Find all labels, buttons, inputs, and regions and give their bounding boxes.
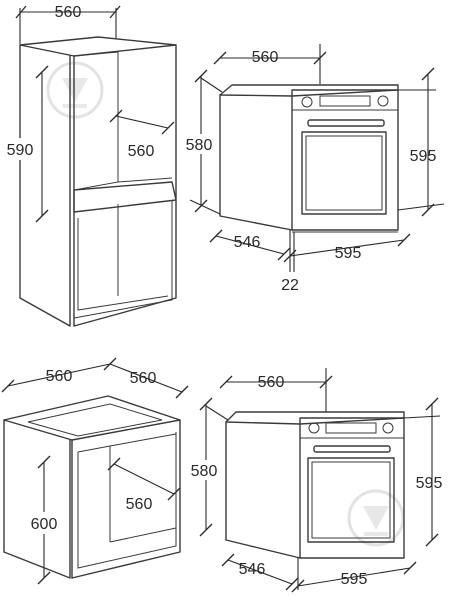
dim-depth-bottom-right <box>221 553 299 591</box>
dim-label-height: 590 <box>7 142 34 159</box>
dim-depth-top-left <box>109 109 175 135</box>
dim-label-depth-bottom-right: 546 <box>239 561 266 578</box>
base-cabinet-drawing <box>3 395 181 579</box>
watermark-logo-icon <box>347 489 405 547</box>
dim-label-height-bottom-right: 580 <box>191 463 218 480</box>
dim-label-offset: 22 <box>281 277 299 294</box>
dim-label-width-top-right: 560 <box>252 49 279 66</box>
dim-label-height-top-right: 580 <box>186 137 213 154</box>
dim-label-depth-bottom-left: 560 <box>126 496 153 513</box>
dim-label-depth-top-bottom-left: 560 <box>130 370 157 387</box>
tall-cabinet-drawing <box>19 36 177 327</box>
dim-height-top-left <box>35 65 49 223</box>
dim-label-depth: 560 <box>128 143 155 160</box>
dim-total-width-top-right <box>283 230 411 272</box>
oven-drawing-top <box>219 84 399 233</box>
dim-label-height-bottom-left: 600 <box>31 516 58 533</box>
dim-width-top-right <box>213 44 327 84</box>
dim-depth-bottom-left <box>107 457 181 501</box>
dim-label-depth-top-right: 546 <box>234 234 261 251</box>
dim-label-width-bottom-left: 560 <box>46 368 73 385</box>
dim-label-width: 560 <box>55 4 82 21</box>
dim-label-total-height-top-right: 595 <box>410 148 437 165</box>
dim-total-height-bottom-right <box>403 397 441 547</box>
dim-width-bottom-right <box>219 368 333 412</box>
watermark-logo-icon <box>46 61 104 119</box>
dim-depth-top-bottom-left <box>109 363 189 399</box>
dim-width-top-left <box>15 5 121 44</box>
dim-label-total-width-bottom-right: 595 <box>341 571 368 588</box>
dim-total-width-bottom-right <box>291 558 417 593</box>
dim-label-total-height-bottom-right: 595 <box>416 475 443 492</box>
dim-total-height-top-right <box>397 67 445 217</box>
dim-depth-top-right <box>209 229 291 261</box>
oven-drawing-bottom <box>225 411 405 559</box>
dim-label-width-bottom-right: 560 <box>258 374 285 391</box>
dim-label-total-width-top-right: 595 <box>335 245 362 262</box>
